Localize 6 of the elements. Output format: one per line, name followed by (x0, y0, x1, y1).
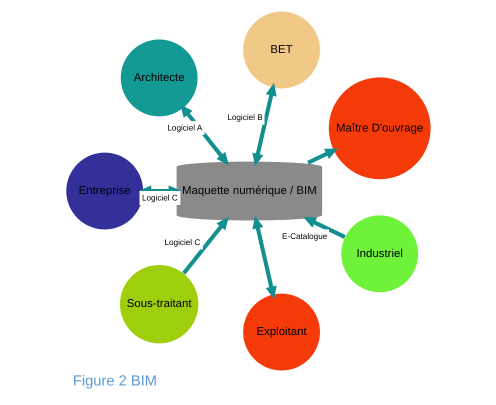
edge-label: Logiciel B (226, 113, 262, 122)
edge-label: E-Catalogue (281, 232, 327, 241)
edge-label: Logiciel C (141, 193, 178, 202)
caption: Figure 2 BIM (72, 374, 157, 390)
edge-label: Logiciel A (166, 123, 202, 132)
edge-label: Logiciel C (164, 238, 200, 247)
